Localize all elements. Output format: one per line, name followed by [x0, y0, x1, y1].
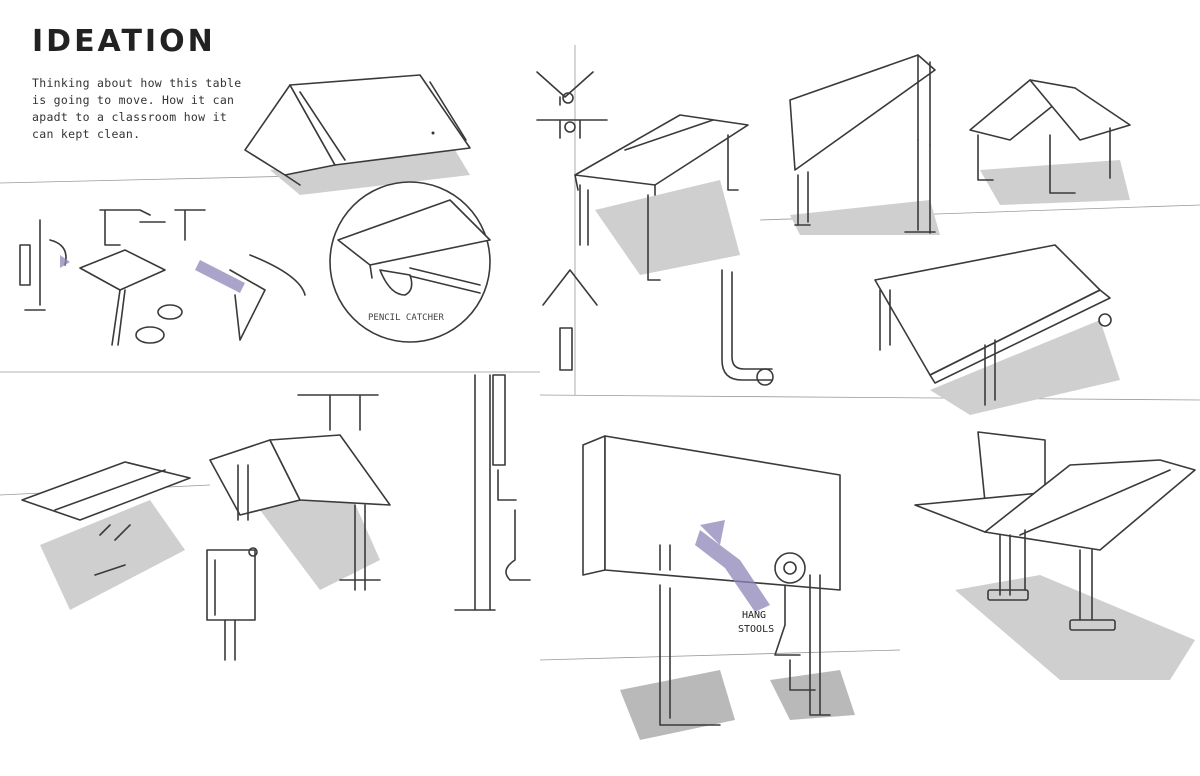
sketch-wall-cabinet — [206, 547, 258, 661]
sketch-tall-panel — [789, 54, 940, 235]
pencil-catcher-note: PENCIL CATCHER — [368, 313, 444, 323]
sketch-drafting-table — [209, 394, 391, 591]
sketch-pencil-catcher: PENCIL CATCHER — [329, 181, 491, 343]
page-title: IDEATION — [32, 24, 216, 59]
sketch-split-table — [574, 114, 749, 281]
sketch-flat-table — [21, 461, 191, 610]
sketch-bench-with-back — [914, 431, 1196, 680]
sketch-hinge-profile — [454, 374, 531, 611]
hang-stools-note-line2: STOOLS — [738, 624, 774, 635]
sketch-panel-with-stools: HANG STOOLS — [582, 435, 855, 740]
page-description: Thinking about how this table is going t… — [32, 76, 242, 141]
sketch-hinge-column — [536, 71, 608, 371]
sketch-rotation-details — [19, 209, 306, 346]
sketch-leg-detail — [721, 269, 774, 386]
hang-stools-note-line1: HANG — [742, 610, 766, 621]
sketch-a-frame-shelter — [969, 79, 1131, 205]
sketch-reclined-board — [874, 244, 1120, 415]
sketch-folded-a-frame — [244, 74, 471, 195]
